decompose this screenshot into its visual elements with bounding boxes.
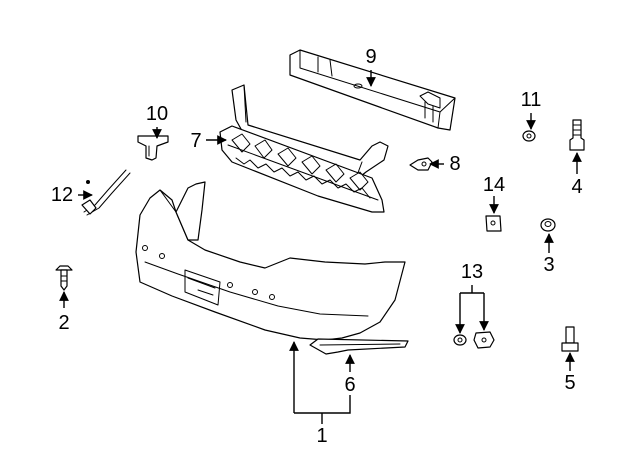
clip-part-8 <box>409 157 433 171</box>
push-pin-part-2 <box>55 265 73 291</box>
bracket-part-10 <box>137 135 169 161</box>
bumper-cover-part-1 <box>135 181 406 341</box>
leader-lines <box>59 70 582 424</box>
push-nut-part-13 <box>453 331 495 349</box>
callout-8: 8 <box>449 153 460 175</box>
reinforcement-bar-part-9 <box>289 49 456 131</box>
callout-5: 5 <box>564 372 575 394</box>
stud-part-4 <box>569 119 585 151</box>
callout-9: 9 <box>365 46 376 68</box>
callout-12: 12 <box>51 184 73 206</box>
retainer-part-14 <box>485 215 502 232</box>
callout-2: 2 <box>58 312 69 334</box>
bolt-part-5 <box>561 326 579 352</box>
callout-4: 4 <box>571 176 582 198</box>
callout-3: 3 <box>543 254 554 276</box>
wire-harness-part-12 <box>81 169 131 216</box>
callout-13: 13 <box>461 261 483 283</box>
callout-6: 6 <box>344 374 355 396</box>
callout-10: 10 <box>146 103 168 125</box>
nut-part-3 <box>540 218 556 232</box>
nut-part-11 <box>522 130 536 142</box>
callout-1: 1 <box>316 425 327 447</box>
callout-7: 7 <box>190 130 201 152</box>
trim-strip-part-6 <box>309 338 409 355</box>
callout-14: 14 <box>483 174 505 196</box>
energy-absorber-part-7 <box>219 84 389 213</box>
callout-11: 11 <box>521 89 542 111</box>
